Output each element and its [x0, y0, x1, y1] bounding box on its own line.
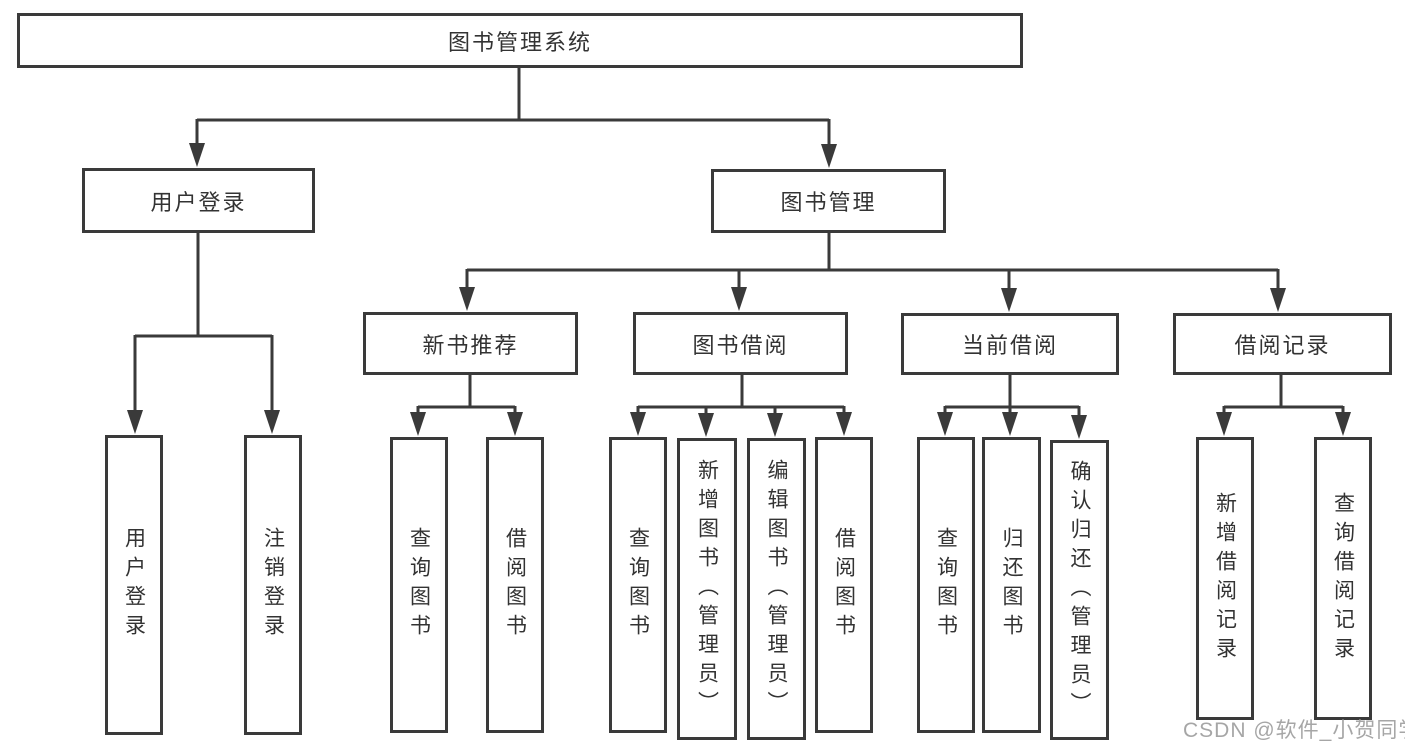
leaf-borrow-books-recommend: 借阅图书	[486, 437, 544, 733]
node-book-management: 图书管理	[711, 169, 946, 233]
leaf-query-books-current: 查询图书	[917, 437, 975, 733]
node-book-borrowing: 图书借阅	[633, 312, 848, 375]
node-current-borrowing: 当前借阅	[901, 313, 1119, 375]
leaf-logout: 注销登录	[244, 435, 302, 735]
leaf-query-books-recommend: 查询图书	[390, 437, 448, 733]
leaf-add-borrow-record: 新增借阅记录	[1196, 437, 1254, 720]
node-borrowing-records: 借阅记录	[1173, 313, 1392, 375]
csdn-watermark: CSDN @软件_小贺同学	[1183, 719, 1405, 742]
leaf-query-books-borrowing: 查询图书	[609, 437, 667, 733]
leaf-user-login: 用户登录	[105, 435, 163, 735]
node-library-management-system: 图书管理系统	[17, 13, 1023, 68]
leaf-return-books: 归还图书	[982, 437, 1041, 733]
leaf-confirm-return-admin: 确认归还（管理员）	[1050, 440, 1109, 740]
node-new-book-recommendation: 新书推荐	[363, 312, 578, 375]
node-user-login: 用户登录	[82, 168, 315, 233]
leaf-edit-books-admin: 编辑图书（管理员）	[747, 438, 806, 740]
leaf-add-books-admin: 新增图书（管理员）	[677, 438, 737, 740]
leaf-borrow-books: 借阅图书	[815, 437, 873, 733]
leaf-query-borrow-record: 查询借阅记录	[1314, 437, 1372, 720]
